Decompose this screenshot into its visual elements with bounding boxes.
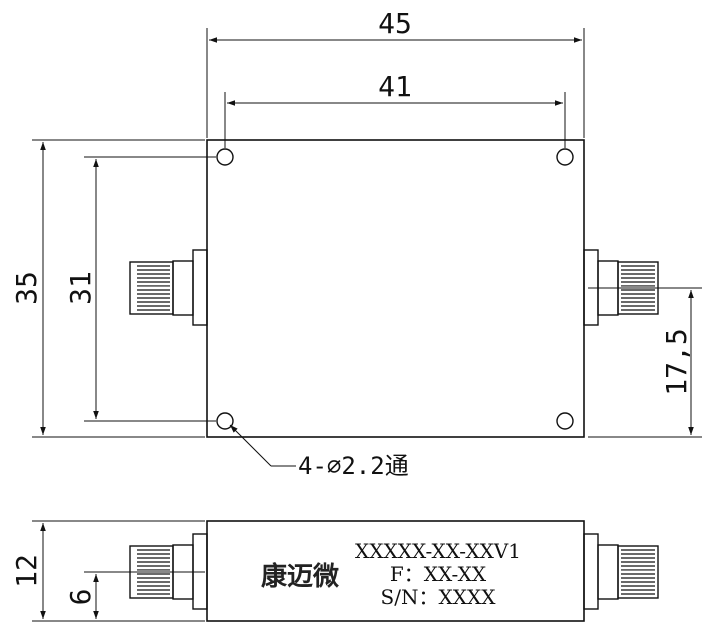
mounting-hole-top-right [556, 148, 574, 166]
side-view: 12 6 康迈微 XXXXX-XX-XXV1 F：XX-XX S/N：XXXX [10, 520, 659, 622]
sma-connector-right-side [583, 533, 659, 610]
housing-top-view [206, 139, 585, 438]
sma-connector-left [129, 249, 208, 326]
serial-number: S/N：XXXX [381, 585, 497, 609]
dimension-12-label: 12 [10, 554, 43, 588]
brand-logo: 康迈微 [261, 561, 339, 592]
housing-side-view [206, 520, 585, 622]
mounting-hole-bottom-right [556, 412, 574, 430]
frequency-label: F：XX-XX [390, 562, 487, 586]
hole-note-label: 4-∅2.2通 [298, 452, 409, 480]
top-view: 45 41 35 31 17,5 [10, 7, 702, 480]
dimension-side-connector: 6 [64, 571, 205, 619]
dimension-6-label: 6 [64, 589, 97, 606]
hole-note: 4-∅2.2通 [229, 424, 409, 480]
dimension-17-5-label: 17,5 [660, 328, 693, 395]
model-number: XXXXX-XX-XXV1 [355, 539, 521, 563]
dimension-31-label: 31 [64, 271, 97, 305]
dimension-height-holes: 31 [64, 156, 216, 422]
mounting-hole-bottom-left [216, 412, 234, 430]
dimension-width-holes: 41 [224, 70, 566, 148]
dimension-side-height: 12 [10, 520, 205, 622]
dimension-41-label: 41 [378, 70, 412, 103]
product-label: 康迈微 XXXXX-XX-XXV1 F：XX-XX S/N：XXXX [261, 539, 521, 609]
dimension-height-outer: 35 [10, 139, 205, 438]
dimension-width-outer: 45 [206, 7, 585, 138]
dimension-35-label: 35 [10, 271, 43, 305]
dimension-45-label: 45 [378, 7, 412, 40]
dimension-connector-offset: 17,5 [588, 287, 702, 438]
mounting-hole-top-left [216, 148, 234, 166]
